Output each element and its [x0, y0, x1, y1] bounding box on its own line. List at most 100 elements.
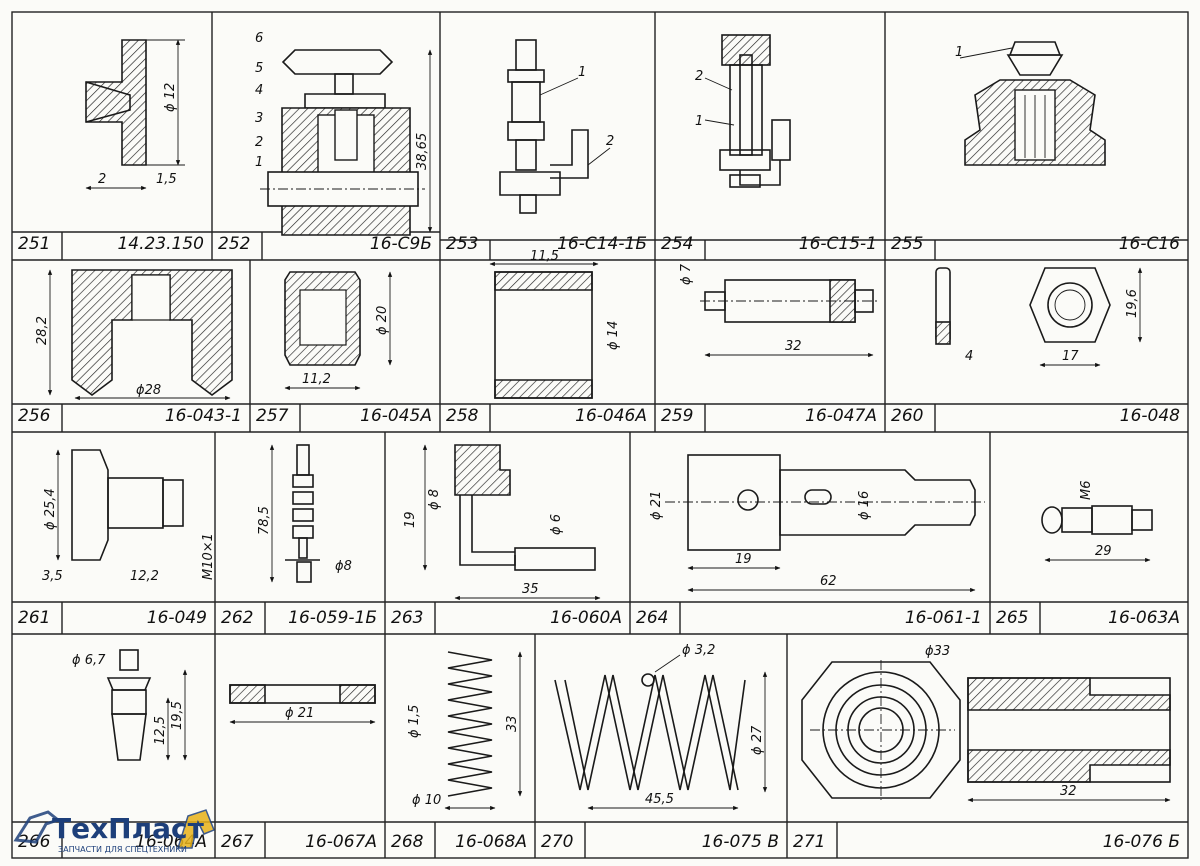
drawing-271: ϕ33 32	[801, 644, 1171, 803]
svg-text:19,6: 19,6	[1125, 289, 1140, 318]
svg-text:19,5: 19,5	[170, 701, 185, 730]
svg-text:6: 6	[255, 31, 263, 46]
drawing-267: ϕ 21	[229, 684, 376, 725]
svg-text:1: 1	[578, 65, 586, 80]
svg-text:ϕ 10: ϕ 10	[412, 793, 441, 808]
item-number: 259	[661, 406, 694, 426]
excavator-icon	[13, 809, 215, 849]
part-code: 16-076 Б	[1102, 832, 1180, 852]
part-code: 16-С16	[1118, 234, 1180, 254]
svg-text:М10×1: М10×1	[201, 533, 216, 580]
svg-text:ϕ8: ϕ8	[335, 559, 352, 574]
svg-text:29: 29	[1095, 544, 1112, 559]
svg-text:19: 19	[403, 511, 418, 528]
svg-text:ϕ33: ϕ33	[925, 644, 950, 659]
svg-text:ϕ 27: ϕ 27	[750, 725, 765, 755]
svg-text:2: 2	[606, 134, 614, 149]
part-code: 16-047А	[805, 406, 877, 426]
svg-text:ϕ 14: ϕ 14	[606, 321, 621, 350]
svg-text:ϕ 21: ϕ 21	[649, 491, 664, 520]
part-code: 16-060А	[550, 608, 622, 628]
part-code: 14.23.150	[117, 234, 204, 254]
part-code: 16-059-1Б	[288, 608, 377, 628]
drawing-256: 28,2 ϕ28	[35, 269, 233, 401]
svg-text:1: 1	[695, 114, 703, 129]
cell-251: 251 14.23.150	[12, 12, 212, 260]
item-number: 263	[391, 608, 424, 628]
item-number: 271	[793, 832, 826, 852]
svg-text:ϕ 7: ϕ 7	[679, 263, 694, 285]
part-code: 16-048	[1119, 406, 1180, 426]
drawing-258: 11,5 ϕ 14	[489, 249, 621, 399]
drawing-264: ϕ 21 ϕ 16 19 62	[649, 454, 985, 593]
svg-text:28,2: 28,2	[35, 316, 50, 345]
part-code: 16-043-1	[164, 406, 242, 426]
dim-251-b: 1,5	[156, 172, 177, 187]
brand-logo: ТехПласт ЗАПЧАСТИ ДЛЯ СПЕЦТЕХНИКИ	[13, 809, 215, 854]
item-number: 260	[891, 406, 924, 426]
item-number: 251	[18, 234, 51, 254]
part-code: 16-068А	[455, 832, 527, 852]
cell-260: 260 16-048	[885, 260, 1188, 432]
item-number: 264	[636, 608, 669, 628]
svg-text:ϕ 1,5: ϕ 1,5	[407, 705, 422, 738]
brand-name: ТехПласт	[52, 812, 205, 845]
drawing-253: 1 2	[499, 39, 614, 214]
part-code: 16-045А	[360, 406, 432, 426]
svg-text:2: 2	[695, 69, 703, 84]
dim-251-dia: ϕ 12	[163, 83, 178, 112]
item-number: 258	[446, 406, 479, 426]
svg-text:11,5: 11,5	[530, 249, 559, 264]
drawing-266: 19,5 12,5 ϕ 6,7	[72, 649, 188, 761]
svg-text:1: 1	[955, 45, 963, 60]
svg-text:33: 33	[505, 715, 520, 732]
part-code: 16-063А	[1108, 608, 1180, 628]
svg-text:2: 2	[255, 135, 263, 150]
svg-text:ϕ 21: ϕ 21	[285, 706, 314, 721]
cell-270: 270 16-075 В	[535, 634, 787, 858]
cell-252: 252 16-С9Б	[212, 12, 440, 260]
cell-259: 259 16-047А	[655, 260, 885, 432]
svg-text:19: 19	[735, 552, 752, 567]
svg-text:М6: М6	[1079, 481, 1094, 501]
item-number: 265	[996, 608, 1029, 628]
svg-text:4: 4	[255, 83, 263, 98]
part-code: 16-С14-1Б	[557, 234, 647, 254]
svg-text:ϕ 6: ϕ 6	[549, 514, 564, 535]
part-code: 16-046А	[575, 406, 647, 426]
svg-text:ϕ 16: ϕ 16	[857, 491, 872, 520]
drawing-257: ϕ 20 11,2	[284, 271, 393, 391]
item-number: 256	[18, 406, 51, 426]
item-number: 270	[541, 832, 574, 852]
item-number: 261	[18, 608, 51, 628]
part-code: 16-С15-1	[798, 234, 877, 254]
svg-text:ϕ 20: ϕ 20	[375, 306, 390, 335]
svg-text:ϕ 3,2: ϕ 3,2	[682, 643, 715, 658]
item-number: 262	[221, 608, 254, 628]
svg-text:78,5: 78,5	[257, 506, 272, 535]
svg-text:12,2: 12,2	[130, 569, 159, 584]
cell-265: 265 16-063А	[990, 432, 1188, 634]
item-number: 255	[891, 234, 924, 254]
part-code: 16-С9Б	[369, 234, 432, 254]
svg-text:ϕ 6,7: ϕ 6,7	[72, 653, 106, 668]
cell-255: 255 16-С16	[885, 12, 1188, 260]
svg-text:3: 3	[255, 111, 263, 126]
cell-256: 256 16-043-1	[12, 260, 250, 432]
drawing-252: 38,65 6 5 4 3 2 1	[255, 31, 433, 236]
cell-271: 271 16-076 Б	[787, 634, 1188, 858]
drawing-254: 2 1	[695, 34, 791, 188]
svg-text:5: 5	[255, 61, 263, 76]
cell-261: 261 16-049	[12, 432, 215, 634]
drawing-255: 1	[955, 41, 1106, 166]
drawing-251: ϕ 12 2 1,5	[85, 39, 185, 191]
cell-264: 264 16-061-1	[630, 432, 990, 634]
drawing-263: 19 ϕ 8 ϕ 6 35	[403, 444, 601, 601]
brand-tagline: ЗАПЧАСТИ ДЛЯ СПЕЦТЕХНИКИ	[58, 845, 187, 854]
cell-263: 263 16-060А	[385, 432, 630, 634]
item-number: 254	[661, 234, 694, 254]
cell-258: 258 16-046А	[440, 260, 655, 432]
drawing-260: 19,6 17 4	[935, 267, 1143, 368]
svg-text:35: 35	[522, 582, 539, 597]
